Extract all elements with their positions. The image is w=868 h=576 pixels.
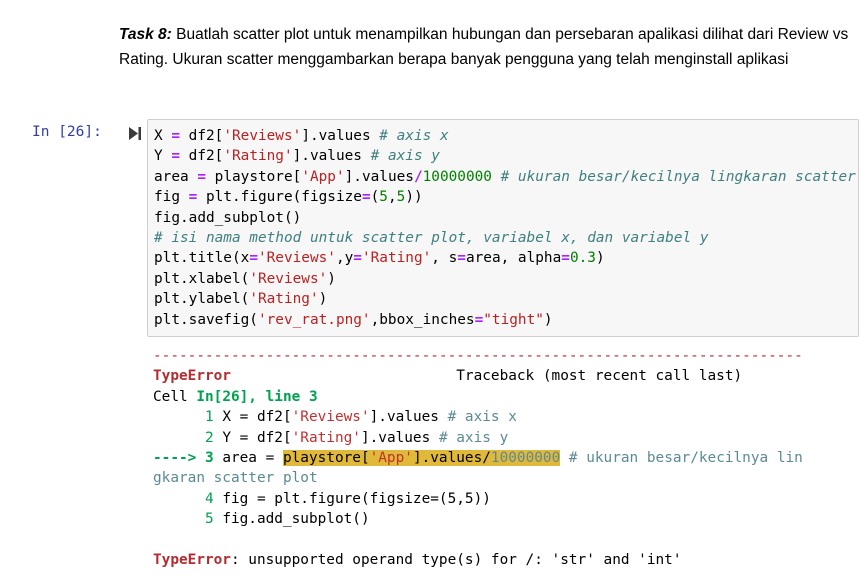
code-line-6: # isi nama method untuk scatter plot, va… [154,230,709,247]
code-line-9: plt.ylabel('Rating') [154,291,328,308]
cell-ref: In[26], line 3 [196,388,318,405]
tb-line-num: 5 [204,511,214,528]
error-message: : unsupported operand type(s) for /: 'st… [230,552,682,569]
traceback-header: Traceback (most recent call last) [456,368,743,385]
run-cell-icon[interactable] [128,126,142,141]
code-line-7: plt.title(x='Reviews',y='Rating', s=area… [154,250,605,267]
error-highlight: playstore['App'].values/10000000 [282,450,561,467]
error-type: TypeError [153,368,231,385]
code-line-5: fig.add_subplot() [154,209,302,226]
code-editor[interactable]: X = df2['Reviews'].values # axis x Y = d… [147,119,859,337]
code-line-3: area = playstore['App'].values/10000000 … [154,168,856,185]
tb-line-num: 4 [204,490,214,507]
error-output: ----------------------------------------… [153,348,803,569]
code-line-10: plt.savefig('rev_rat.png',bbox_inches="t… [154,311,553,328]
task-label: Task 8: [119,26,172,43]
task-description: Buatlah scatter plot untuk menampilkan h… [119,26,849,68]
tb-line-num: 1 [204,409,214,426]
code-line-4: fig = plt.figure(figsize=(5,5)) [154,189,423,206]
tb-arrow: ----> 3 [153,450,214,467]
cell-prompt: In [26]: [32,124,102,140]
code-line-8: plt.xlabel('Reviews') [154,270,336,287]
cell-ref-prefix: Cell [153,388,197,405]
markdown-cell: Task 8: Buatlah scatter plot untuk menam… [119,22,849,72]
code-line-1: X = df2['Reviews'].values # axis x [154,128,449,144]
code-line-2: Y = df2['Rating'].values # axis y [154,148,440,165]
error-type-final: TypeError [153,552,231,569]
code-text[interactable]: X = df2['Reviews'].values # axis x Y = d… [154,126,858,330]
tb-line-num: 2 [204,429,214,446]
separator: ----------------------------------------… [153,348,803,364]
